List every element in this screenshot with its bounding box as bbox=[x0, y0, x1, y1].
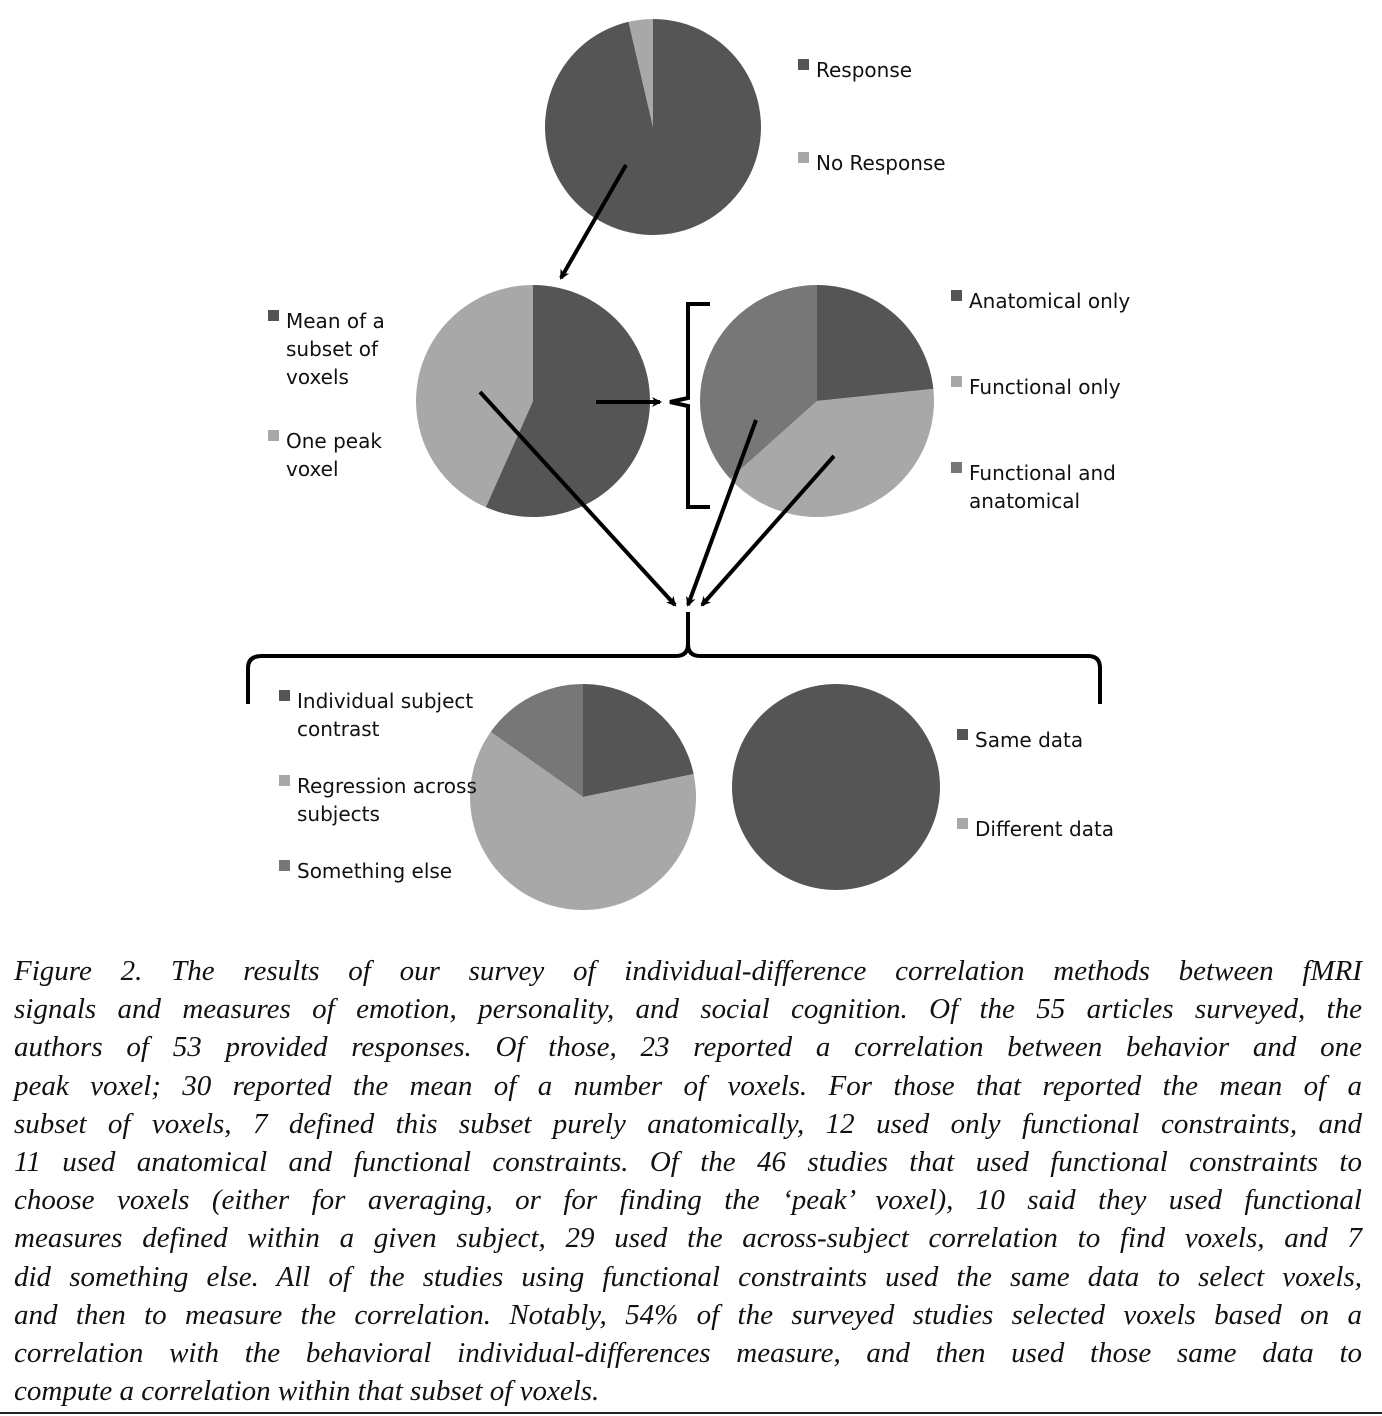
pie-chart-method bbox=[416, 285, 650, 517]
legend-label: Something else bbox=[297, 859, 452, 883]
pie-slice-no-response bbox=[628, 19, 653, 127]
legend-label: Response bbox=[816, 58, 912, 82]
caption-line: did something else. All of the studies u… bbox=[14, 1260, 1362, 1293]
legend-label: Different data bbox=[975, 817, 1114, 841]
pie-chart-data bbox=[732, 684, 940, 890]
caption-line: authors of 53 provided responses. Of tho… bbox=[14, 1031, 1362, 1064]
legend-label: Individual subject bbox=[297, 689, 473, 713]
legend-swatch bbox=[268, 310, 279, 321]
pie-slice-response bbox=[545, 19, 761, 236]
arrow-func-anat-to-functional bbox=[700, 454, 836, 607]
legend-label: Anatomical only bbox=[969, 289, 1130, 313]
page-divider bbox=[0, 1412, 1382, 1414]
legend-label: Functional and bbox=[969, 461, 1116, 485]
legend-swatch bbox=[951, 462, 962, 473]
caption-line: compute a correlation within that subset… bbox=[14, 1375, 600, 1408]
legend-label: Functional only bbox=[969, 375, 1121, 399]
legend-swatch bbox=[798, 152, 809, 163]
pie-slice-anatomical-only bbox=[817, 285, 934, 401]
arrow-response-to-method bbox=[559, 164, 628, 280]
legend-label: Same data bbox=[975, 728, 1083, 752]
legend-swatch bbox=[279, 690, 290, 701]
legend-label: Mean of a bbox=[286, 309, 385, 333]
pie-slice-functional-and-anatomical bbox=[700, 285, 817, 479]
pie-slice-individual-subject-contrast bbox=[583, 684, 694, 797]
legend-swatch bbox=[798, 59, 809, 70]
bracket-functional bbox=[246, 612, 1102, 704]
caption-line: and then to measure the correlation. Not… bbox=[14, 1298, 1362, 1331]
legend-label: No Response bbox=[816, 151, 946, 175]
caption-line: peak voxel; 30 reported the mean of a nu… bbox=[14, 1069, 1362, 1102]
legend-swatch bbox=[279, 860, 290, 871]
pie-slice-functional-only bbox=[730, 388, 934, 517]
caption-line: measures defined within a given subject,… bbox=[14, 1222, 1362, 1255]
pie-chart-functional bbox=[470, 684, 696, 911]
caption-line: choose voxels (either for averaging, or … bbox=[14, 1184, 1362, 1217]
legend-swatch bbox=[279, 775, 290, 786]
legend-swatch bbox=[957, 818, 968, 829]
legend-label: voxels bbox=[286, 365, 349, 389]
legend-label: voxel bbox=[286, 457, 339, 481]
arrow-peak-to-functional bbox=[478, 390, 677, 607]
arrow-functional-only-to-functional bbox=[686, 419, 758, 607]
caption-line: Figure 2. The results of our survey of i… bbox=[14, 955, 1362, 987]
legend-swatch bbox=[957, 729, 968, 740]
caption-line: signals and measures of emotion, persona… bbox=[14, 993, 1362, 1026]
legend-swatch bbox=[951, 290, 962, 301]
pie-chart-response bbox=[545, 19, 761, 236]
figure-caption: Figure 2. The results of our survey of i… bbox=[14, 952, 1362, 1410]
bracket-subset bbox=[669, 302, 710, 509]
legend-label: subset of bbox=[286, 337, 379, 361]
legend-label: contrast bbox=[297, 717, 380, 741]
pie-slice-mean-of-a-subset-of-voxels bbox=[485, 285, 650, 517]
caption-line: 11 used anatomical and functional constr… bbox=[14, 1145, 1362, 1178]
legend-swatch bbox=[268, 430, 279, 441]
pie-slice-one-peak-voxel bbox=[416, 285, 533, 508]
legend-label: Regression across bbox=[297, 774, 477, 798]
pie-slice-regression-across-subjects bbox=[470, 731, 696, 911]
pie-slice-same-data bbox=[732, 684, 940, 890]
caption-line: subset of voxels, 7 defined this subset … bbox=[14, 1107, 1362, 1140]
connectors bbox=[246, 164, 1102, 704]
pie-chart-subset bbox=[700, 285, 934, 517]
legend-label: anatomical bbox=[969, 489, 1080, 513]
legend-swatch bbox=[951, 376, 962, 387]
legend-label: One peak bbox=[286, 429, 382, 453]
caption-line: correlation with the behavioral individu… bbox=[14, 1336, 1362, 1369]
legend-label: subjects bbox=[297, 802, 380, 826]
pie-slice-something-else bbox=[490, 684, 583, 797]
